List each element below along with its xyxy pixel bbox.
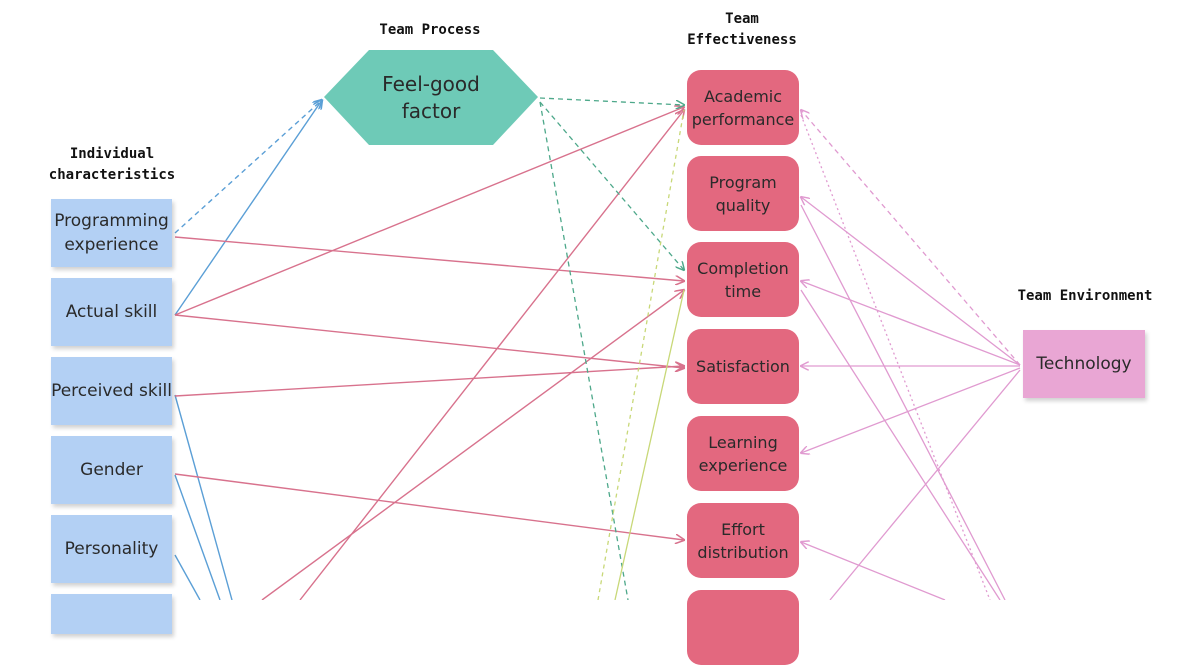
note-programming-experience: Programming experience [51, 199, 172, 267]
hexagon-shape [324, 50, 538, 145]
note-partial-bottom [51, 594, 172, 634]
heading-individual-characteristics: Individual characteristics [48, 146, 176, 183]
node-partial-bottom [687, 590, 799, 665]
node-academic-performance: Academic performance [687, 70, 799, 145]
arrow-program-quality-to-lower [800, 204, 1006, 600]
process-to-effect-links [539, 97, 684, 600]
arrow-tech-to-lower [829, 369, 1021, 600]
node-effort-distribution: Effort distribution [687, 503, 799, 578]
environment-links [800, 110, 1021, 600]
arrow-lower-to-completion-solid [614, 289, 685, 600]
arrow-perceived-skill-down [174, 394, 233, 600]
relationship-arrows [174, 97, 1021, 600]
arrow-lower-to-completion [261, 290, 684, 600]
arrow-tech-to-learning [801, 367, 1021, 453]
node-completion-time: Completion time [687, 242, 799, 317]
note-technology: Technology [1023, 330, 1145, 398]
heading-team-environment: Team Environment [1017, 288, 1153, 304]
note-perceived-skill: Perceived skill [51, 357, 172, 425]
arrow-actual-skill-to-satisfaction [174, 314, 684, 368]
arrow-lower-to-academic [299, 110, 684, 600]
feel-good-label-line1: Feel-good [382, 71, 480, 96]
arrow-lower-to-academic-dashed [597, 109, 685, 600]
arrow-tech-to-completion [801, 281, 1021, 366]
arrow-programming-to-feelgood [174, 100, 322, 234]
individual-to-process-links [174, 100, 322, 600]
note-actual-skill: Actual skill [51, 278, 172, 346]
individual-to-effect-links [174, 107, 684, 600]
note-personality: Personality [51, 515, 172, 583]
note-gender: Gender [51, 436, 172, 504]
arrow-feelgood-to-academic [539, 97, 684, 105]
arrow-feelgood-to-completion [539, 101, 684, 270]
arrow-gender-to-effort [174, 473, 684, 540]
node-learning-experience: Learning experience [687, 416, 799, 491]
feel-good-factor-node: Feel-good factor [324, 50, 538, 145]
arrow-actual-skill-to-academic [174, 107, 684, 316]
arrow-gender-down [174, 474, 221, 600]
arrow-actual-skill-to-feelgood [174, 100, 322, 316]
arrow-lower-to-effort [801, 542, 946, 600]
node-program-quality: Program quality [687, 156, 799, 231]
arrow-academic-to-lower-dotted [800, 114, 991, 600]
arrow-tech-to-program-quality [801, 197, 1021, 366]
arrow-programming-to-completion [174, 236, 684, 281]
arrow-feelgood-down [539, 101, 629, 600]
heading-team-effectiveness: Team Effectiveness [687, 11, 797, 48]
feel-good-label-line2: factor [401, 98, 461, 123]
other-links [597, 109, 685, 600]
arrow-tech-to-academic [801, 110, 1021, 366]
arrow-completion-to-lower [800, 289, 1001, 600]
node-satisfaction: Satisfaction [687, 329, 799, 404]
arrow-personality-down [174, 554, 201, 600]
arrow-perceived-skill-to-satisfaction [174, 366, 684, 397]
heading-team-process: Team Process [379, 22, 481, 38]
